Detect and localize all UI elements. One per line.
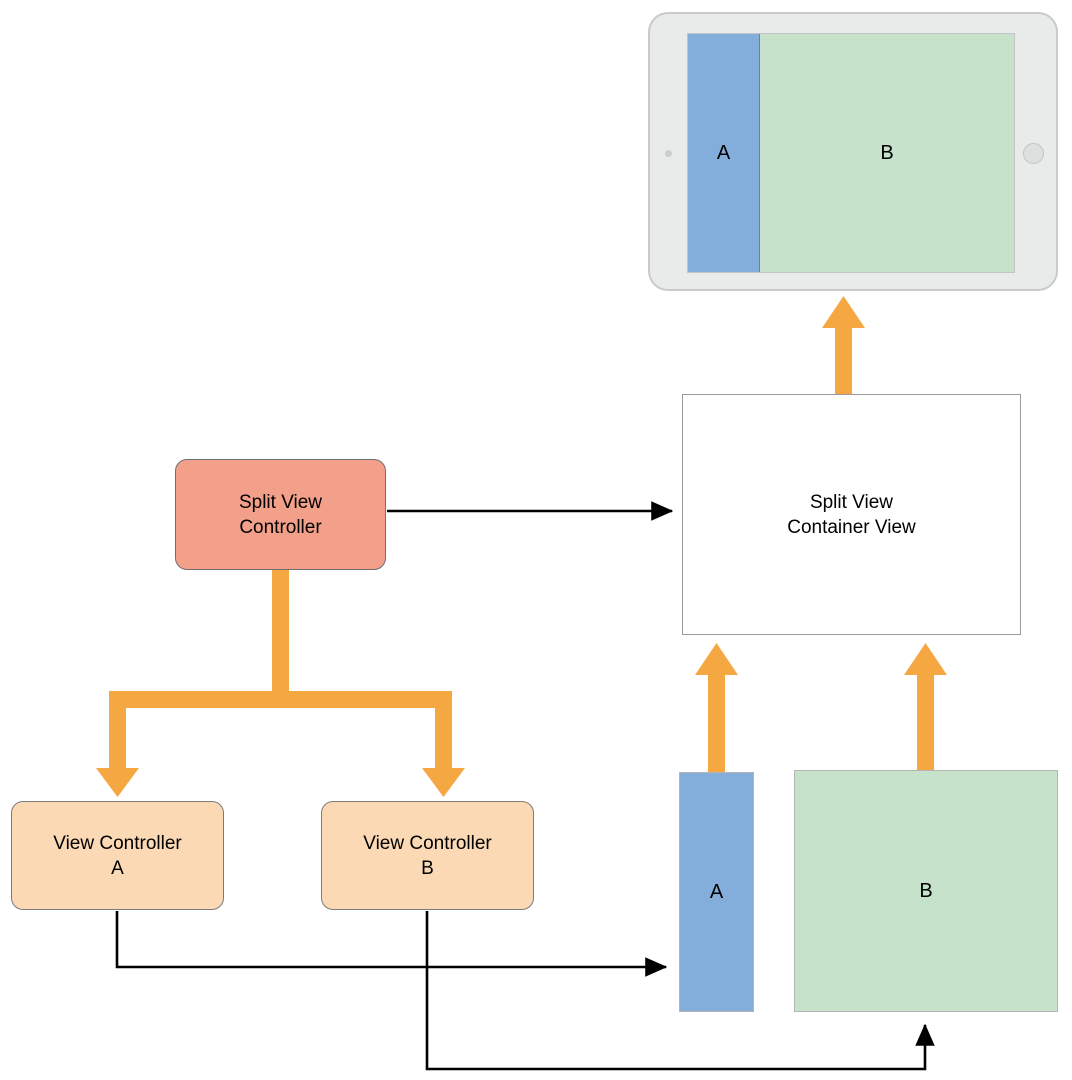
node-view-b[interactable]: B: [794, 770, 1058, 1012]
edge-container-to-device: [822, 296, 865, 397]
tablet-screen: A B: [687, 33, 1015, 273]
node-view-controller-a[interactable]: View Controller A: [11, 801, 224, 910]
home-button[interactable]: [1023, 143, 1044, 164]
edge-vcb-to-view-b: [425, 911, 935, 1071]
edge-svc-to-children: [96, 568, 465, 797]
edge-view-a-to-container: [695, 643, 738, 773]
edge-vca-to-view-a: [115, 911, 668, 977]
node-split-view-container-view[interactable]: Split View Container View: [682, 394, 1021, 635]
node-view-a[interactable]: A: [679, 772, 754, 1012]
node-view-controller-b[interactable]: View Controller B: [321, 801, 534, 910]
tablet-pane-a[interactable]: A: [688, 34, 760, 272]
camera-dot: [665, 150, 672, 157]
tablet-device: A B: [648, 12, 1058, 291]
edge-view-b-to-container: [904, 643, 947, 771]
tablet-pane-b[interactable]: B: [760, 34, 1014, 272]
node-split-view-controller[interactable]: Split View Controller: [175, 459, 386, 570]
